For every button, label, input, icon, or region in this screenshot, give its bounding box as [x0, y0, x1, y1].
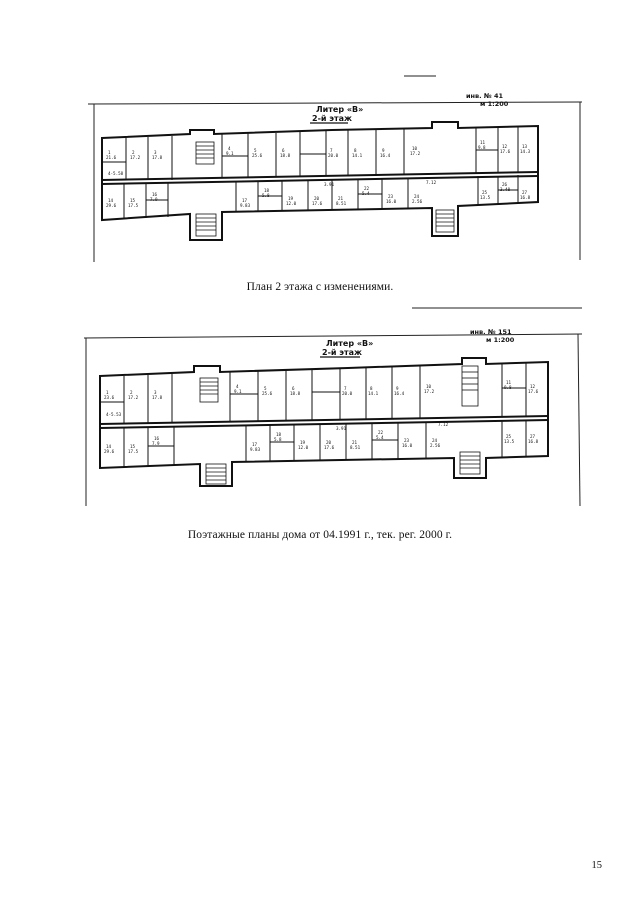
svg-text:121.6: 121.6 [106, 150, 117, 160]
svg-text:3.91: 3.91 [336, 426, 347, 431]
svg-text:525.6: 525.6 [252, 148, 263, 158]
room-partitions [102, 126, 519, 219]
scan-frame [87, 75, 583, 262]
svg-text:167.9: 167.9 [150, 192, 158, 202]
svg-text:7.12: 7.12 [426, 180, 437, 185]
svg-text:49.1: 49.1 [226, 146, 234, 156]
svg-text:49.1: 49.1 [234, 384, 242, 394]
inventory-stamp-line1: инв. № 41 [466, 92, 503, 100]
svg-text:525.6: 525.6 [262, 386, 273, 396]
page-number: 15 [591, 860, 603, 871]
svg-text:7.12: 7.12 [438, 422, 449, 427]
svg-text:916.4: 916.4 [380, 148, 391, 158]
svg-text:720.0: 720.0 [342, 386, 353, 396]
scale-stamp-line1: м 1:200 [480, 100, 509, 108]
floor-plan-drawing-1: Литер «В» 2-й этаж инв. № 41 м 1:200 [87, 75, 583, 262]
svg-text:123.6: 123.6 [104, 390, 115, 400]
stairwell-hatching [199, 365, 481, 485]
inventory-stamp-line1: инв. № 151 [470, 328, 512, 336]
svg-text:618.8: 618.8 [280, 148, 291, 158]
plan-heading-line2: 2-й этаж [322, 348, 362, 357]
svg-text:217.2: 217.2 [130, 150, 141, 160]
figure-caption-1: План 2 этажа с изменениями. [246, 281, 394, 293]
svg-text:814.1: 814.1 [352, 148, 363, 158]
svg-text:618.8: 618.8 [290, 386, 301, 396]
svg-text:317.8: 317.8 [152, 390, 163, 400]
svg-text:218.51: 218.51 [336, 196, 347, 206]
scan-frame [83, 307, 583, 507]
svg-text:916.4: 916.4 [394, 386, 405, 396]
scale-stamp-line1: м 1:200 [486, 336, 515, 344]
svg-text:242.56: 242.56 [412, 194, 423, 204]
floor-plan-figure-2: Литер «В» 2-й этаж инв. № 151 м 1:200 [82, 306, 584, 516]
svg-text:814.1: 814.1 [368, 386, 379, 396]
figure-caption-2: Поэтажные планы дома от 04.1991 г., тек.… [187, 529, 453, 541]
plan-heading-line1: Литер «В» [316, 105, 363, 114]
plan-heading-line1: Литер «В» [326, 339, 373, 348]
svg-text:167.9: 167.9 [152, 436, 160, 446]
svg-text:179.83: 179.83 [250, 442, 261, 452]
svg-text:185.8: 185.8 [274, 432, 282, 442]
svg-text:119.8: 119.8 [504, 380, 512, 390]
stairwell-hatching [195, 141, 455, 237]
floor-plan-drawing-2: Литер «В» 2-й этаж инв. № 151 м 1:200 [83, 307, 583, 507]
floor-plan-figure-1: Литер «В» 2-й этаж инв. № 41 м 1:200 [86, 72, 584, 268]
svg-text:218.51: 218.51 [350, 440, 361, 450]
svg-text:4-5.53: 4-5.53 [106, 412, 122, 417]
svg-text:225.4: 225.4 [362, 186, 370, 196]
room-partitions [100, 363, 527, 467]
svg-text:263.40: 263.40 [500, 182, 511, 192]
svg-text:3.91: 3.91 [324, 182, 335, 187]
building-outline [101, 121, 539, 241]
svg-text:225.4: 225.4 [376, 430, 384, 440]
building-outline [99, 357, 549, 487]
svg-text:720.0: 720.0 [328, 148, 339, 158]
svg-text:4-5.58: 4-5.58 [108, 171, 124, 176]
svg-text:242.56: 242.56 [430, 438, 441, 448]
svg-text:179.83: 179.83 [240, 198, 251, 208]
plan-heading-line2: 2-й этаж [312, 114, 352, 123]
svg-text:119.8: 119.8 [478, 140, 486, 150]
svg-text:217.2: 217.2 [128, 390, 139, 400]
svg-text:317.8: 317.8 [152, 150, 163, 160]
svg-text:185.8: 185.8 [262, 188, 270, 198]
